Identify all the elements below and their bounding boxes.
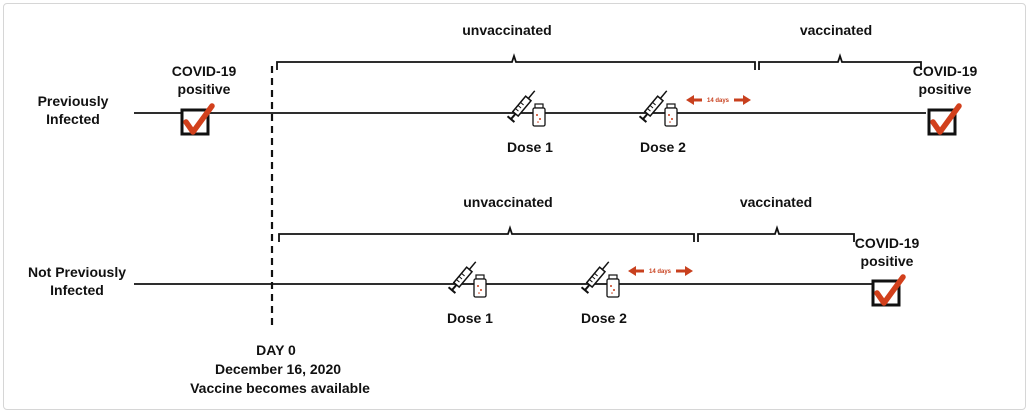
row1-dose1-syringe-icon — [506, 86, 546, 127]
row1-start-positive-bottom: positive — [178, 81, 231, 97]
row2-dose1-syringe-icon — [447, 257, 487, 298]
day0-note: Vaccine becomes available — [190, 380, 370, 396]
row1-start-positive-top: COVID-19 — [172, 63, 237, 79]
row1-label-line2: Infected — [46, 111, 100, 127]
row1-end-positive-top: COVID-19 — [913, 63, 978, 79]
row2-label-line2: Infected — [50, 282, 104, 298]
row1-double-arrow-icon — [686, 95, 751, 105]
row2-label-line1: Not Previously — [28, 264, 126, 280]
row1-unvaccinated-label: unvaccinated — [462, 22, 551, 38]
row1-interval-label: 14 days — [707, 98, 730, 104]
row2-double-arrow-icon — [628, 266, 693, 276]
row1-vaccinated-label: vaccinated — [800, 22, 872, 38]
diagram-frame — [3, 3, 1026, 410]
row1-brace-unvaccinated — [276, 53, 756, 70]
row1-end-check-icon — [929, 106, 959, 134]
row2-dose2-syringe-icon — [580, 257, 620, 298]
day0-date: December 16, 2020 — [215, 361, 341, 377]
row2-dose2-label: Dose 2 — [581, 310, 627, 326]
row2-brace-vaccinated — [697, 225, 855, 242]
row2-dose1-label: Dose 1 — [447, 310, 493, 326]
row2-vaccinated-label: vaccinated — [740, 194, 812, 210]
row1-end-positive-bottom: positive — [919, 81, 972, 97]
row1-dose2-label: Dose 2 — [640, 139, 686, 155]
row2-interval-label: 14 days — [649, 269, 672, 275]
row-previously-infected — [134, 53, 959, 134]
row2-unvaccinated-label: unvaccinated — [463, 194, 552, 210]
row2-end-positive-top: COVID-19 — [855, 235, 920, 251]
row2-brace-unvaccinated — [278, 225, 695, 242]
row2-end-positive-bottom: positive — [861, 253, 914, 269]
row1-label-line1: Previously — [38, 93, 109, 109]
row-not-previously-infected — [134, 225, 903, 305]
day0-title: DAY 0 — [256, 342, 296, 358]
row2-end-check-icon — [873, 277, 903, 305]
row1-start-check-icon — [182, 106, 212, 134]
row1-dose2-syringe-icon — [638, 86, 678, 127]
row1-dose1-label: Dose 1 — [507, 139, 553, 155]
row1-brace-vaccinated — [758, 53, 922, 70]
